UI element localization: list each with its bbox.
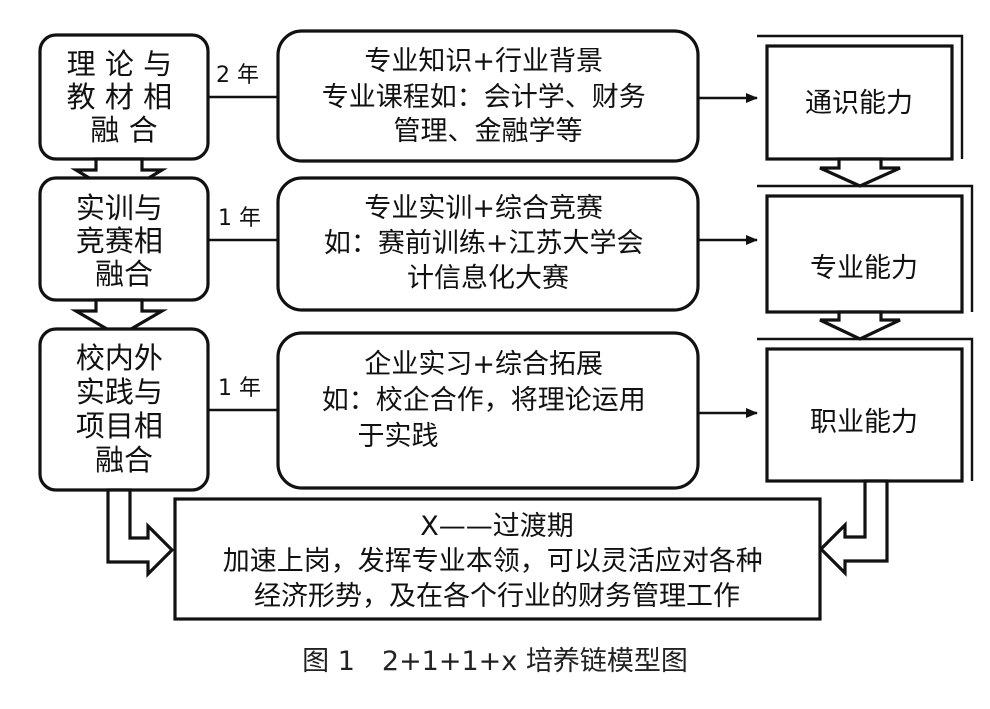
- transition-text: 加速上岗，发挥专业本领，可以灵活应对各种 经济形势，及在各个行业的财务管理工作: [223, 546, 772, 612]
- ability-3-box: [765, 347, 964, 483]
- stage-2: 实训与 竞赛相 融合 1 年 专业实训+综合竞赛 如：赛前训练+江苏大学会 计信…: [38, 176, 974, 314]
- stage-1-duration: 2 年: [216, 63, 259, 88]
- ability-1: 通识能力: [757, 34, 964, 161]
- stage-2-detail: 专业实训+综合竞赛 如：赛前训练+江苏大学会 计信息化大赛: [324, 193, 652, 294]
- stage-1: 理 论 与 教 材 相 融 合 2 年 专业知识+行业背景 专业课程如：会计学、…: [38, 29, 964, 163]
- ability-1-box: [765, 44, 954, 161]
- transition-title: X——过渡期: [420, 511, 574, 542]
- ability-down-arrow-2: [819, 310, 901, 341]
- ability-1-frame: [757, 34, 964, 159]
- stage-2-detail-box: [276, 176, 700, 312]
- right-bent-arrow: [818, 479, 889, 577]
- stage-3-duration: 1 年: [218, 376, 261, 401]
- ability-2: 专业能力: [757, 184, 974, 314]
- stage-3-detail: 企业实习+综合拓展 如：校企合作，将理论运用 于实践: [322, 349, 655, 452]
- ability-2-frame: [757, 184, 974, 312]
- stage-2-duration: 1 年: [218, 206, 261, 231]
- left-bent-arrow: [106, 488, 175, 578]
- ability-2-label: 专业能力: [810, 253, 918, 284]
- ability-3-label: 职业能力: [810, 407, 918, 438]
- ability-down-arrow-1: [819, 157, 901, 188]
- transition-box: [173, 497, 822, 621]
- stage-1-detail-box: [276, 29, 700, 163]
- ability-2-box: [765, 194, 964, 314]
- figure-caption: 图 1 2+1+1+x 培养链模型图: [302, 646, 688, 677]
- stage-2-label: 实训与 竞赛相 融合: [76, 191, 172, 291]
- ability-3: 职业能力: [757, 337, 974, 483]
- stage-down-arrow-2: [70, 298, 168, 338]
- stage-1-detail: 专业知识+行业背景 专业课程如：会计学、财务 管理、金融学等: [322, 46, 655, 147]
- transition: X——过渡期 加速上岗，发挥专业本领，可以灵活应对各种 经济形势，及在各个行业的…: [173, 497, 822, 621]
- ability-3-frame: [757, 337, 974, 481]
- stage-3-label: 校内外 实践与 项目相 融合: [76, 341, 172, 477]
- stage-3: 校内外 实践与 项目相 融合 1 年 企业实习+综合拓展 如：校企合作，将理论运…: [38, 327, 974, 492]
- stage-3-detail-box: [276, 331, 700, 490]
- ability-1-label: 通识能力: [805, 88, 913, 119]
- stage-1-label: 理 论 与 教 材 相 融 合: [67, 47, 182, 147]
